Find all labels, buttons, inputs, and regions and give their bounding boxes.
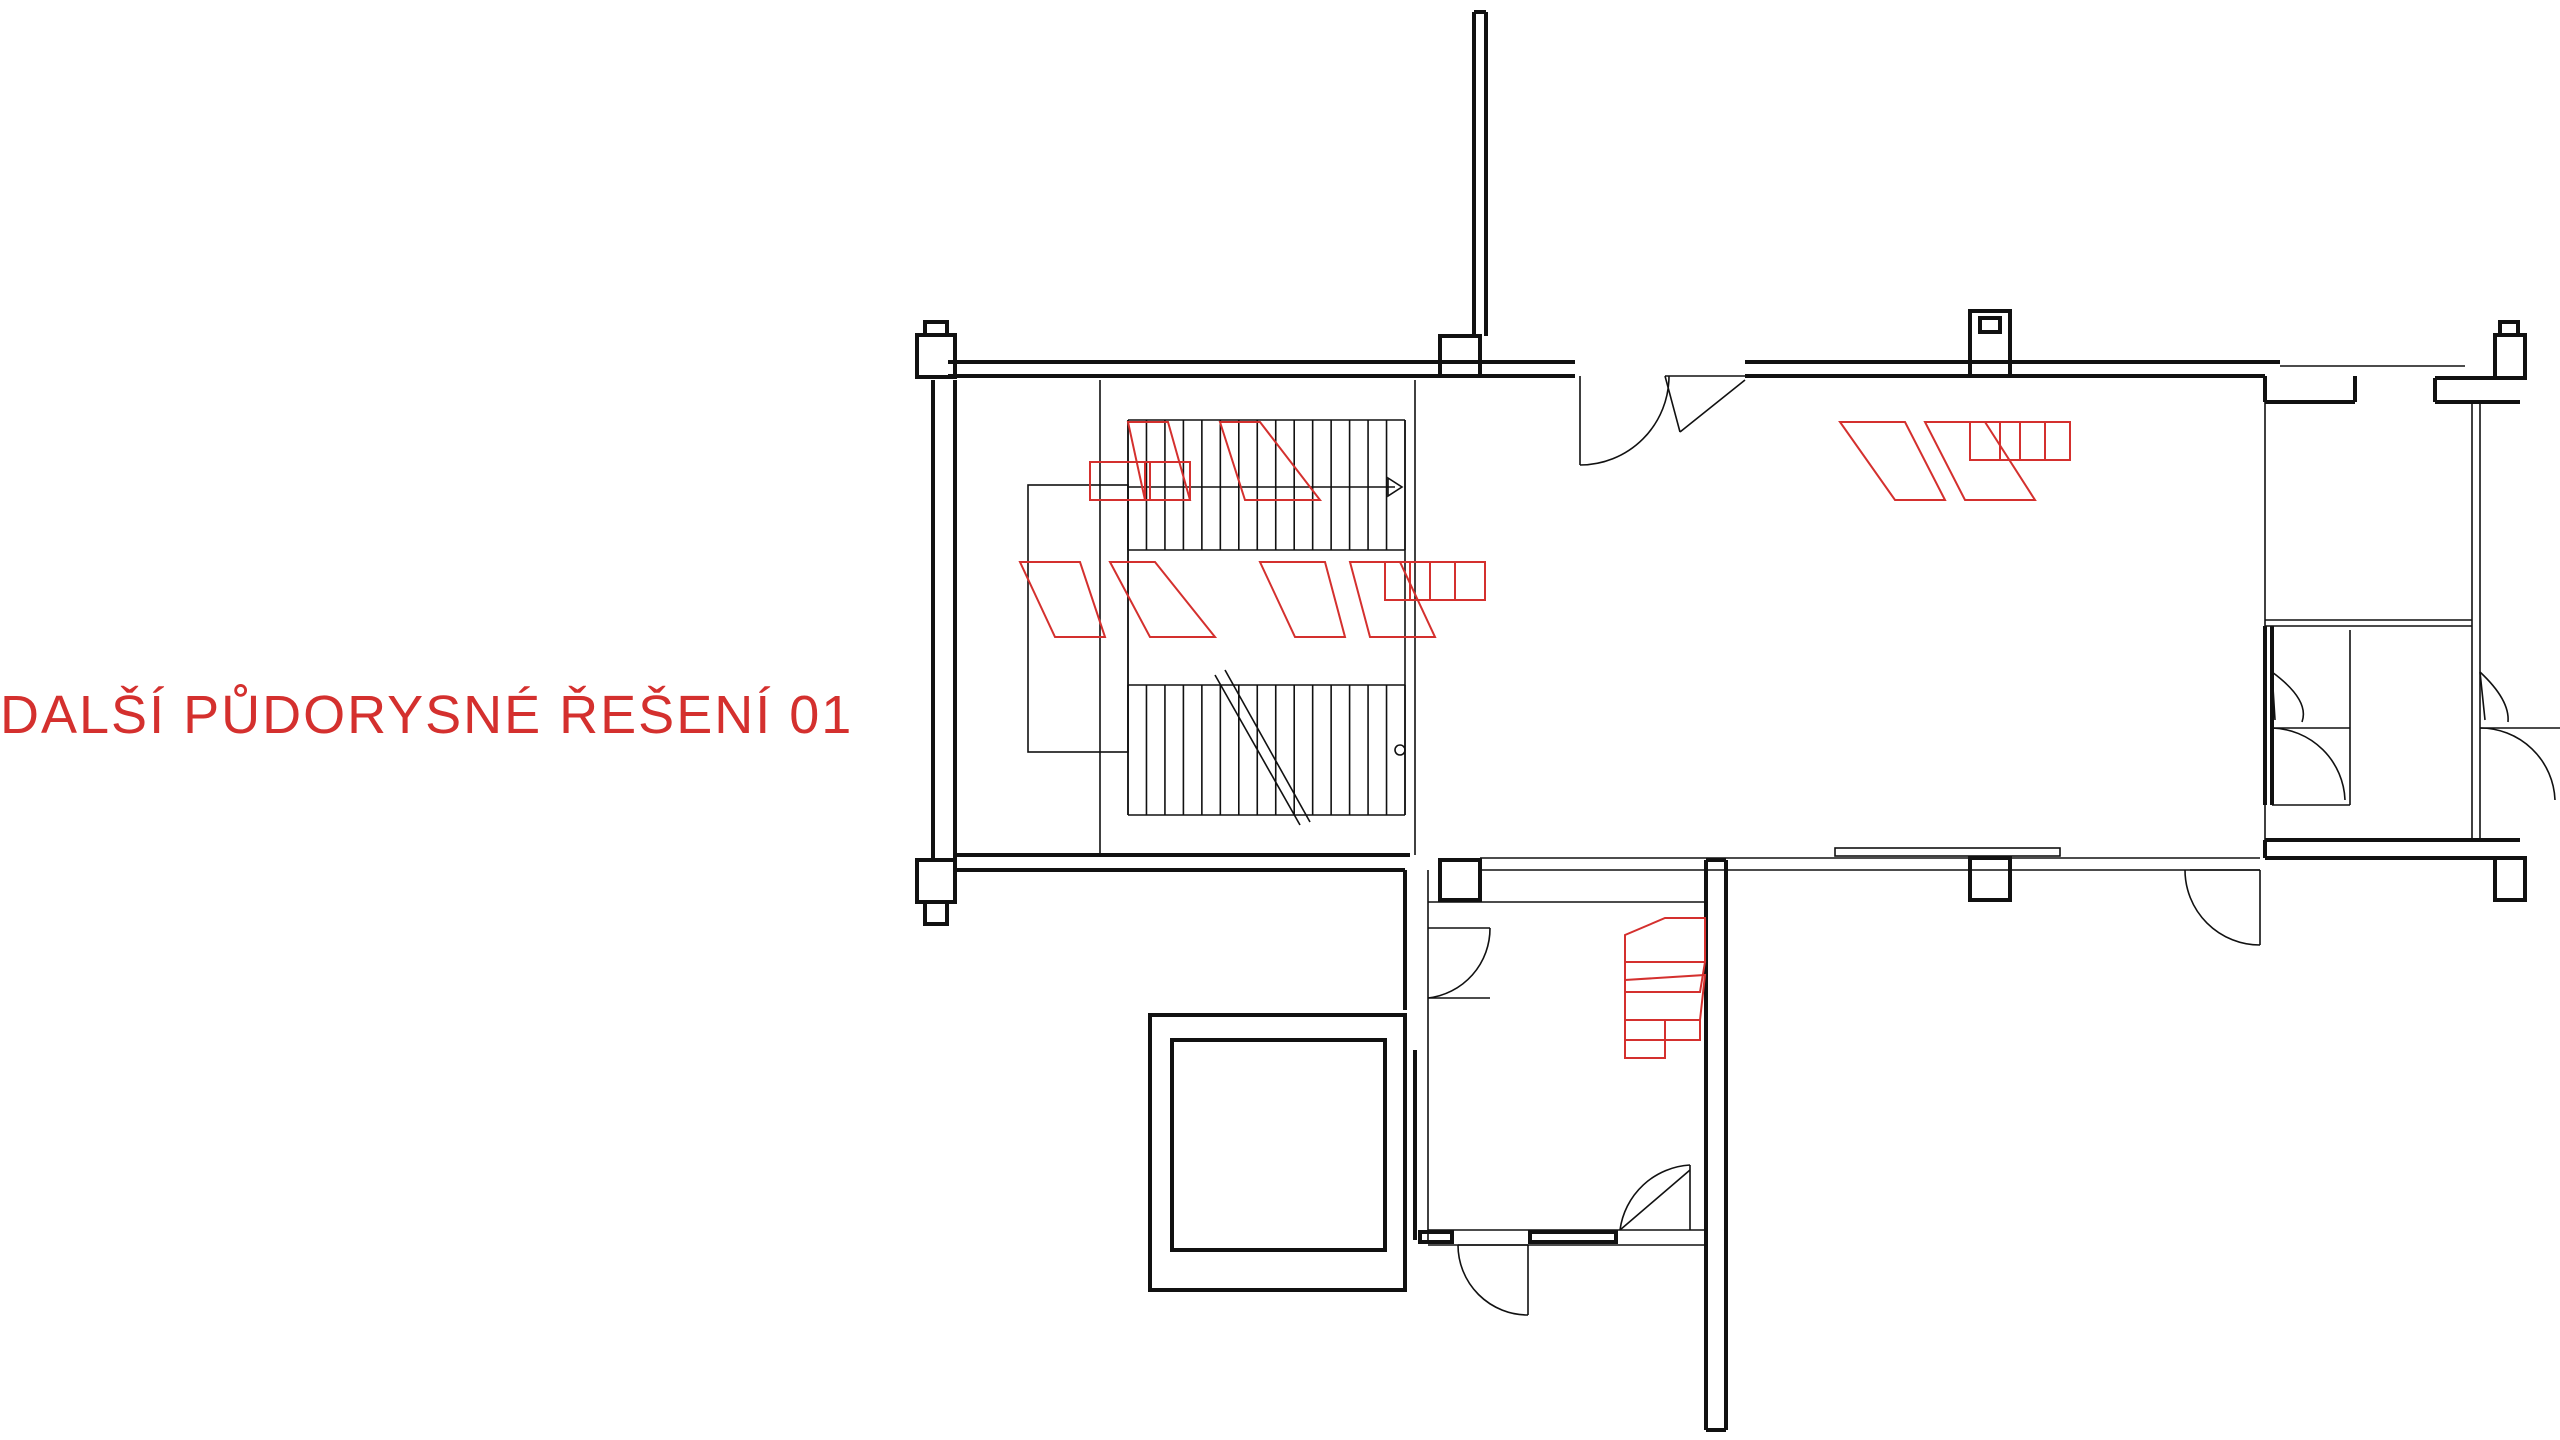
chair-icon xyxy=(1018,421,2071,1059)
stair-icon xyxy=(1027,380,1416,855)
partitions xyxy=(1403,10,2481,1432)
elevator-shaft xyxy=(1148,1013,1407,1292)
door-swing-icon xyxy=(1427,375,2560,1316)
exterior-walls xyxy=(931,360,2520,872)
stair-treads xyxy=(1127,420,1406,815)
bench xyxy=(1834,847,2061,857)
columns xyxy=(915,309,2527,926)
plan-caption: DALŠÍ PŮDORYSNÉ ŘEŠENÍ 01 xyxy=(0,685,854,745)
